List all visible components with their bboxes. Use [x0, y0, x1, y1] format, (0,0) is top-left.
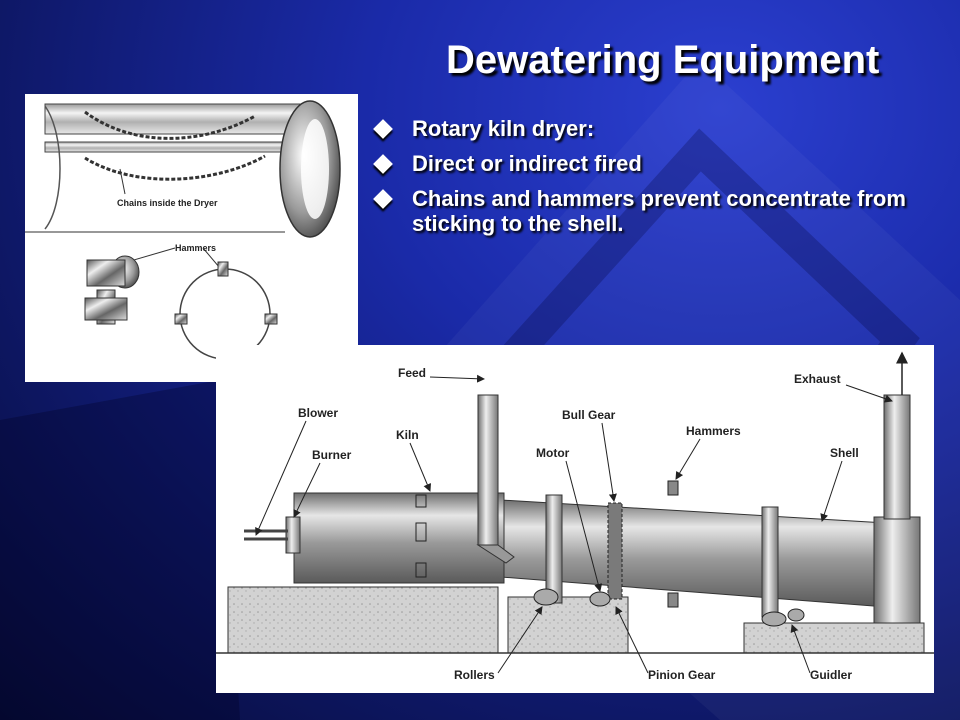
chains-hammers-diagram: Chains inside the Dryer Hammers	[25, 94, 358, 382]
motor-label: Motor	[536, 446, 570, 460]
rollers-label: Rollers	[454, 668, 495, 682]
guidler-label: Guidler	[810, 668, 852, 682]
bullet-text: Chains and hammers prevent concentrate f…	[412, 186, 906, 236]
bullet-item: Chains and hammers prevent concentrate f…	[372, 186, 960, 236]
pinion-gear-label: Pinion Gear	[648, 668, 716, 682]
rotary-kiln-illustration: Feed Exhaust Blower Kiln Bull Gear Hamme…	[216, 351, 934, 682]
chains-hammers-illustration: Chains inside the Dryer Hammers	[25, 100, 341, 367]
exhaust-label: Exhaust	[794, 372, 841, 386]
kiln-label: Kiln	[396, 428, 419, 442]
bullet-text: Direct or indirect fired	[412, 151, 642, 176]
hammers-kiln-label: Hammers	[686, 424, 741, 438]
rotary-kiln-diagram: Feed Exhaust Blower Kiln Bull Gear Hamme…	[216, 345, 934, 693]
bull-gear-label: Bull Gear	[562, 408, 616, 422]
bullet-list: Rotary kiln dryer: Direct or indirect fi…	[372, 116, 960, 246]
blower-label: Blower	[298, 406, 338, 420]
bullet-item: Rotary kiln dryer:	[372, 116, 960, 141]
diamond-bullet-icon	[373, 119, 393, 139]
bullet-item: Direct or indirect fired	[372, 151, 960, 176]
diamond-bullet-icon	[373, 189, 393, 209]
chains-label: Chains inside the Dryer	[117, 198, 218, 208]
burner-label: Burner	[312, 448, 352, 462]
slide-title: Dewatering Equipment	[446, 38, 880, 82]
bullet-text: Rotary kiln dryer:	[412, 116, 595, 141]
diamond-bullet-icon	[373, 154, 393, 174]
hammers-label: Hammers	[175, 243, 216, 253]
feed-label: Feed	[398, 366, 426, 380]
shell-label: Shell	[830, 446, 859, 460]
